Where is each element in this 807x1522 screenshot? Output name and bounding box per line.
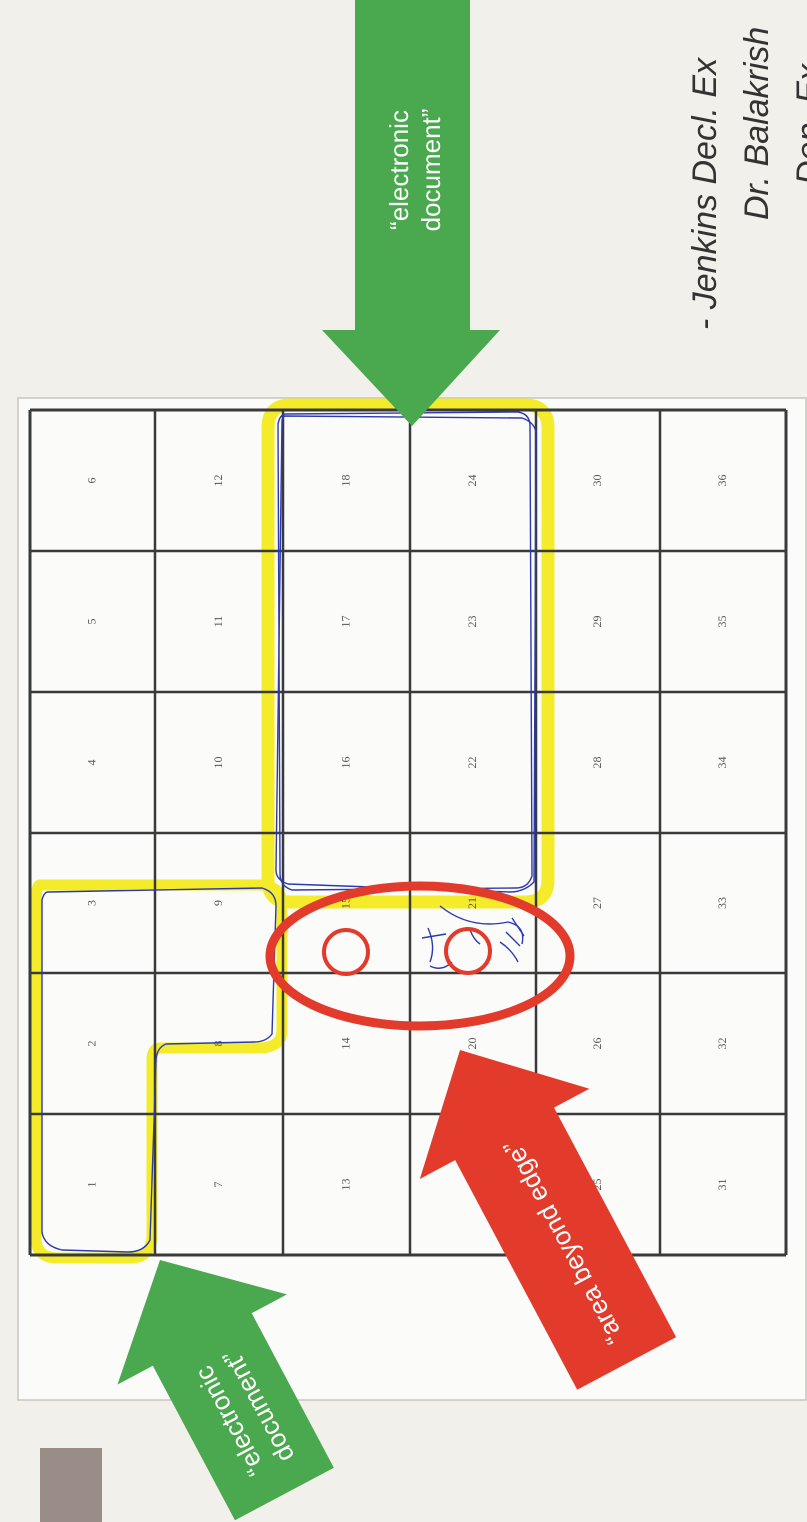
citation-line-1: - Jenkins Decl. Ex — [686, 57, 724, 330]
grid-cell-number: 12 — [211, 475, 225, 487]
grid-cell-number: 3 — [84, 900, 98, 906]
grid-cell-number: 17 — [338, 616, 352, 628]
grid-cell-number: 36 — [715, 475, 729, 487]
citation-line-2: Dr. Balakrish — [738, 27, 776, 220]
grid-cell-number: 26 — [590, 1038, 604, 1050]
grid-cell-number: 30 — [590, 475, 604, 487]
grid-cell-number: 5 — [84, 619, 98, 625]
photo-corner — [40, 1448, 102, 1522]
grid-cell-number: 1 — [84, 1182, 98, 1188]
grid-cell-number: 31 — [715, 1179, 729, 1191]
grid-cell-number: 2 — [84, 1041, 98, 1047]
grid-cell-number: 13 — [338, 1179, 352, 1191]
citation-line-3: Dep. Ex. — [790, 55, 807, 185]
grid-cell-number: 29 — [590, 616, 604, 628]
grid-cell-number: 27 — [590, 897, 604, 909]
citation-block: - Jenkins Decl. Ex Dr. Balakrish Dep. Ex… — [686, 27, 807, 330]
grid-cell-number: 34 — [715, 757, 729, 769]
grid-cell-number: 10 — [211, 757, 225, 769]
grid-cell-number: 21 — [465, 897, 479, 909]
green-arrow-top: “electronic document” — [322, 0, 500, 426]
grid-cell-number: 6 — [84, 478, 98, 484]
grid-cell-number: 4 — [84, 760, 98, 766]
grid-cell-number: 32 — [715, 1038, 729, 1050]
grid-cell-number: 14 — [338, 1038, 352, 1050]
grid-cell-number: 11 — [211, 616, 225, 628]
grid-cell-number: 33 — [715, 897, 729, 909]
green-arrow-top-label-2: document” — [416, 109, 446, 232]
grid-cell-number: 22 — [465, 757, 479, 769]
grid-cell-number: 20 — [465, 1038, 479, 1050]
grid-cell-number: 23 — [465, 616, 479, 628]
green-arrow-top-label-1: “electronic — [384, 110, 414, 230]
grid-cell-number: 16 — [338, 757, 352, 769]
grid-cell-number: 35 — [715, 616, 729, 628]
grid-cell-number: 28 — [590, 757, 604, 769]
grid-cell-number: 18 — [338, 475, 352, 487]
grid-cell-number: 24 — [465, 475, 479, 487]
grid-cell-number: 7 — [211, 1182, 225, 1188]
grid-cell-number: 9 — [211, 900, 225, 906]
